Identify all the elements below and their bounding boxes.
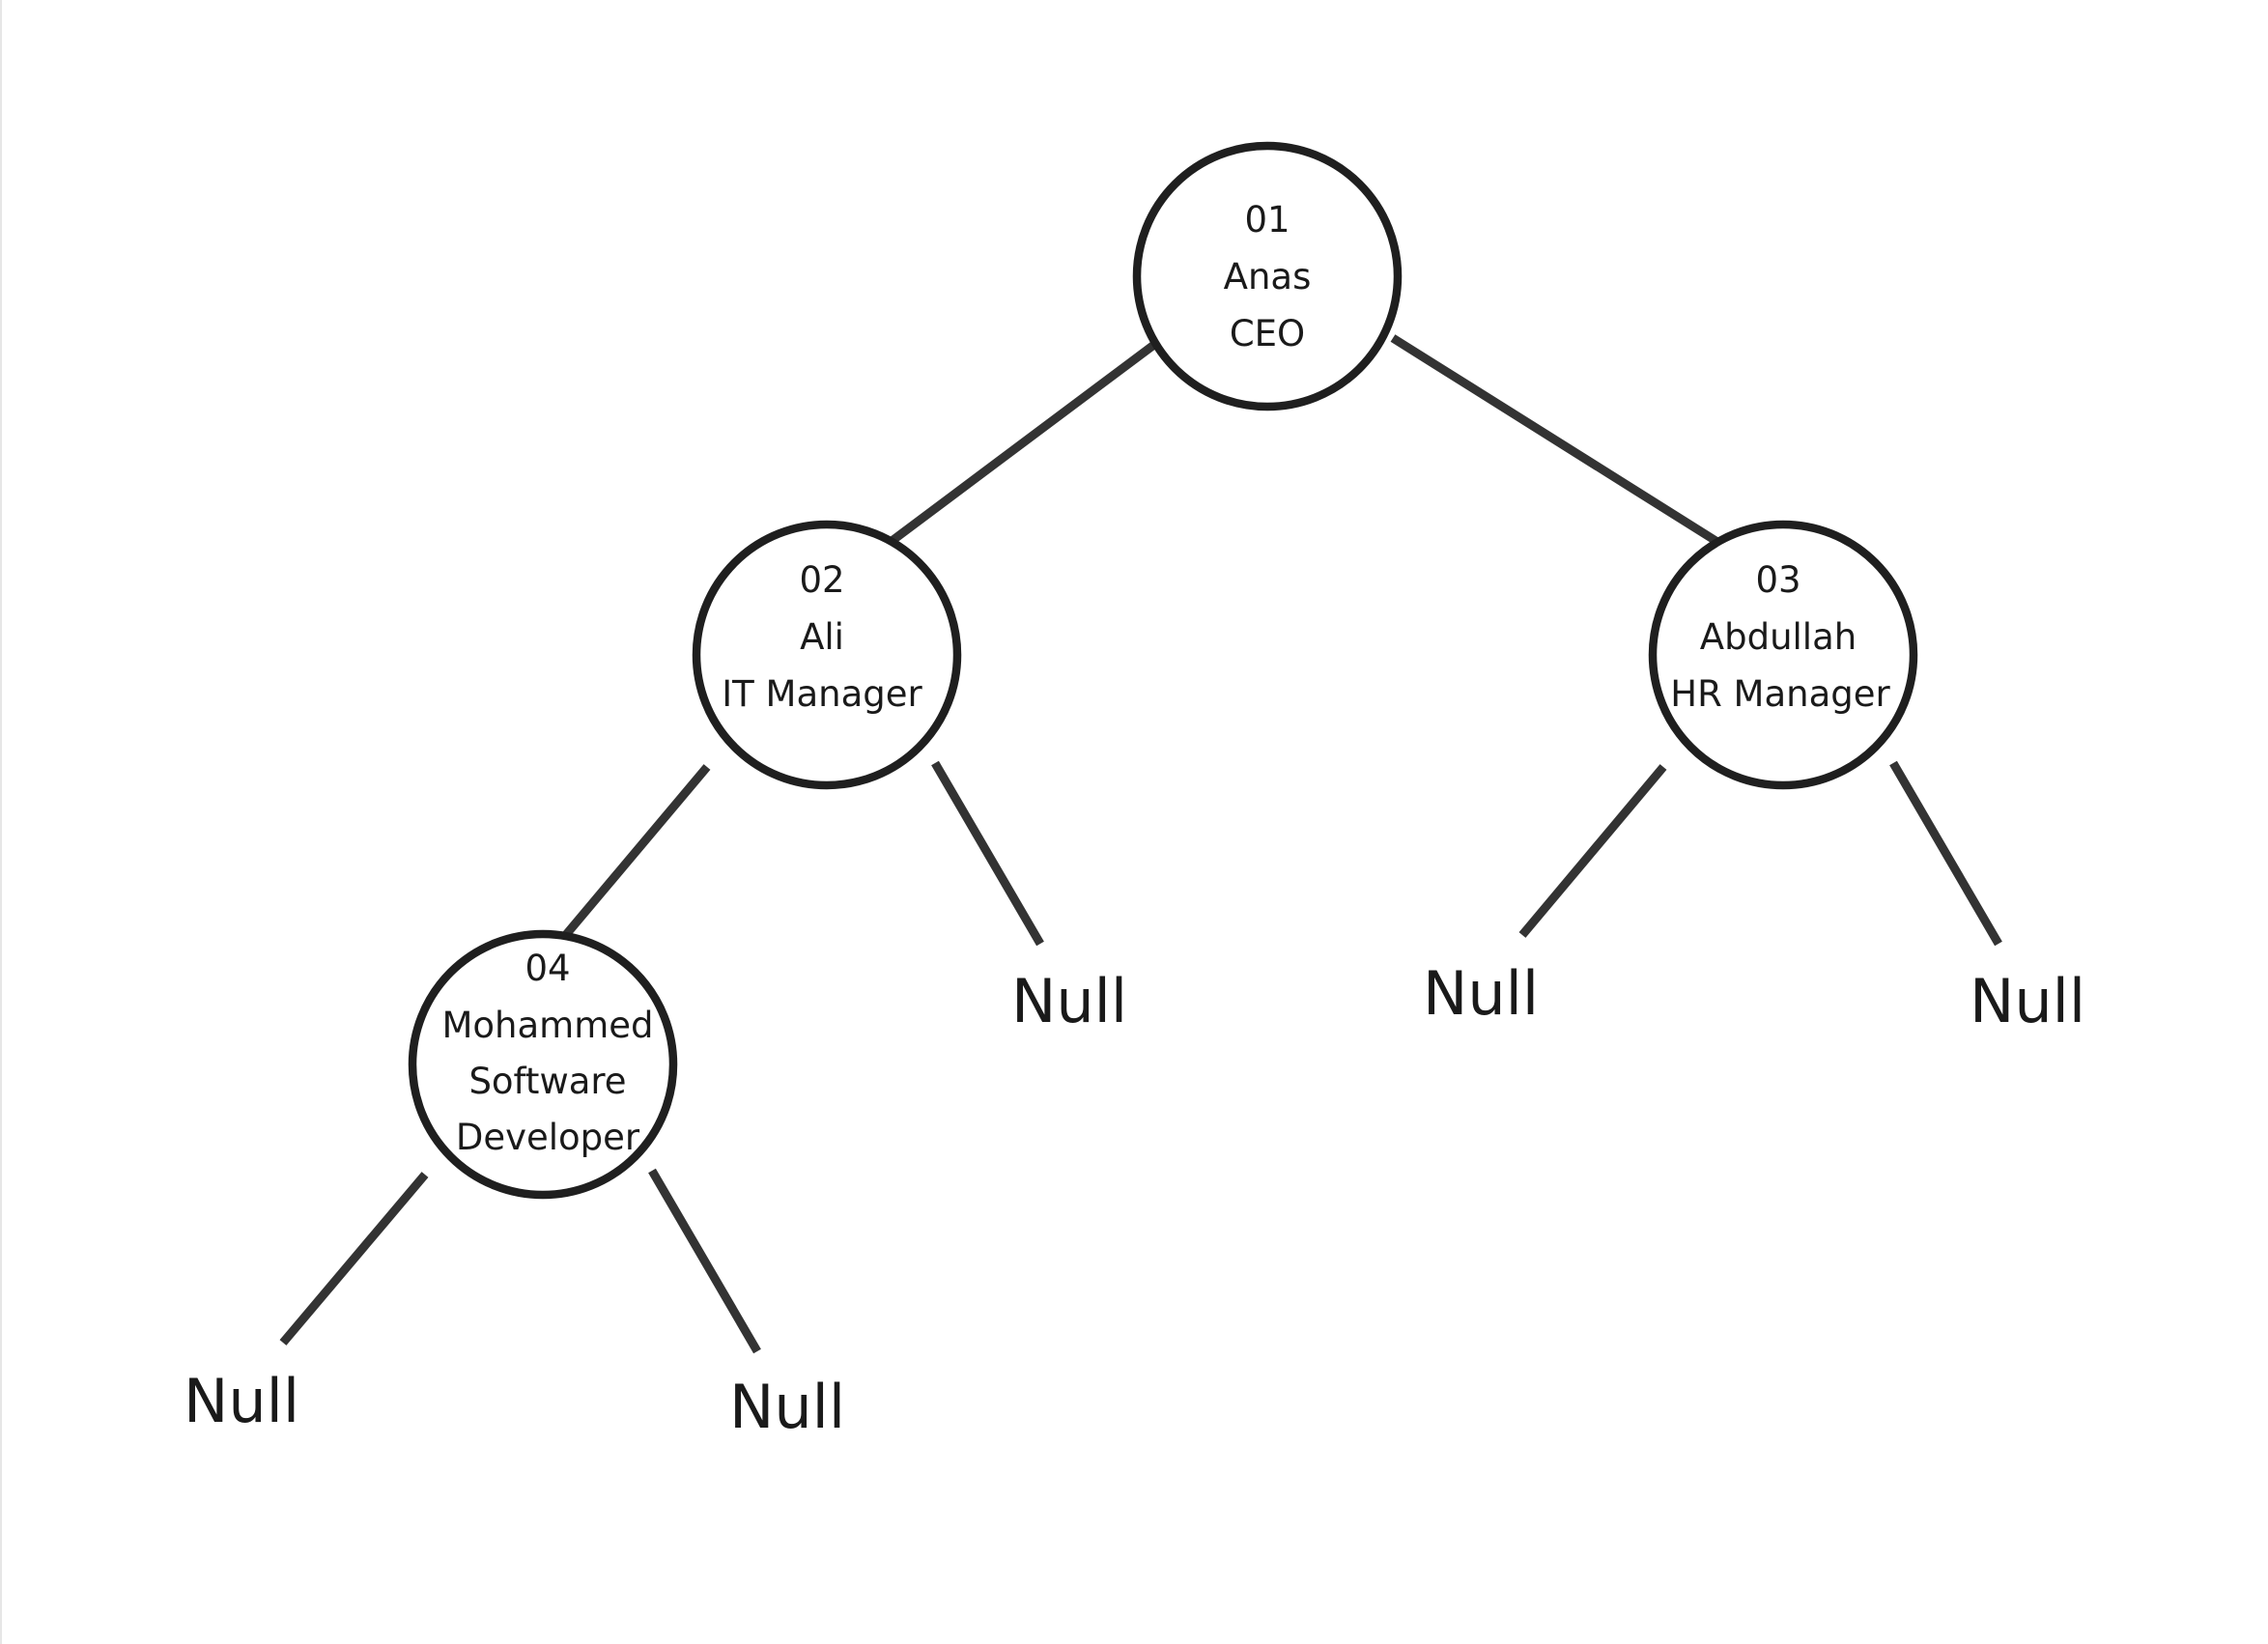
node-circle bbox=[1648, 520, 1918, 790]
edge-01-02 bbox=[888, 340, 1158, 546]
tree-node-03: 03 Abdullah HR Manager bbox=[1648, 520, 1918, 790]
node-id: 02 bbox=[799, 559, 844, 601]
null-leaf-03-right: Null bbox=[1970, 966, 2085, 1036]
tree-node-01: 01 Anas CEO bbox=[1132, 141, 1403, 411]
null-leaf-02-right: Null bbox=[1011, 966, 1127, 1036]
canvas-left-border bbox=[0, 0, 2, 1644]
edge-02-04 bbox=[560, 764, 711, 940]
node-name: Abdullah bbox=[1700, 616, 1857, 658]
node-id: 04 bbox=[524, 948, 570, 989]
edge-03-null-right bbox=[1889, 760, 2002, 947]
edges bbox=[279, 334, 2002, 1354]
null-leaves: Null Null Null Null Null bbox=[184, 958, 2085, 1442]
node-circle bbox=[1132, 141, 1403, 411]
tree-node-04: 04 Mohammed Software Developer bbox=[408, 929, 678, 1200]
node-name: Anas bbox=[1224, 256, 1312, 298]
node-title-line2: Developer bbox=[456, 1117, 640, 1158]
node-title: CEO bbox=[1230, 313, 1305, 354]
edge-04-null-right bbox=[648, 1168, 761, 1354]
node-circle bbox=[692, 520, 962, 790]
null-leaf-04-right: Null bbox=[729, 1372, 845, 1442]
node-id: 01 bbox=[1244, 199, 1290, 241]
node-title: HR Manager bbox=[1670, 673, 1890, 715]
edge-04-null-left bbox=[279, 1172, 429, 1346]
node-id: 03 bbox=[1755, 559, 1800, 601]
edge-02-null bbox=[931, 760, 1044, 947]
node-name: Ali bbox=[800, 616, 844, 658]
edge-03-null-left bbox=[1518, 764, 1667, 938]
node-circle bbox=[408, 929, 678, 1200]
null-leaf-03-left: Null bbox=[1423, 958, 1539, 1029]
node-name: Mohammed bbox=[441, 1005, 653, 1046]
node-title: Software bbox=[468, 1061, 626, 1102]
tree-node-02: 02 Ali IT Manager bbox=[692, 520, 962, 790]
null-leaf-04-left: Null bbox=[184, 1366, 299, 1436]
node-title: IT Manager bbox=[722, 673, 922, 715]
edge-01-03 bbox=[1390, 334, 1720, 546]
